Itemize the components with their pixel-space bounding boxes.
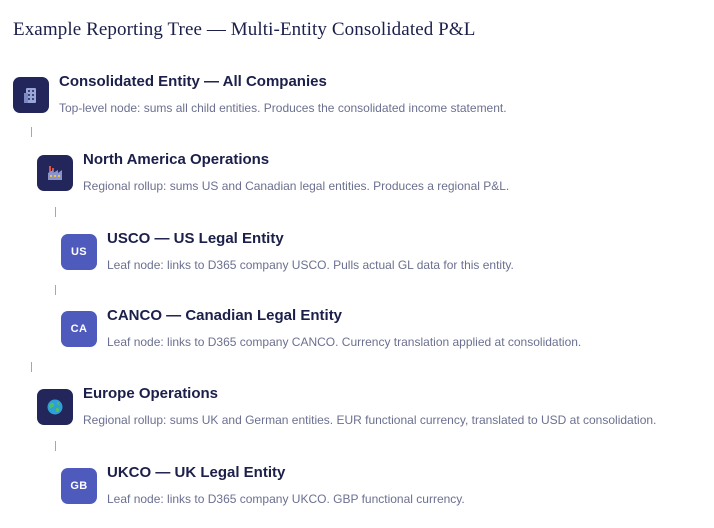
globe-icon	[37, 389, 73, 425]
node-title: UKCO — UK Legal Entity	[107, 464, 286, 481]
tree-node-europe: Europe Operations Regional rollup: sums …	[37, 385, 656, 428]
tree-connector	[55, 207, 56, 217]
node-description: Top-level node: sums all child entities.…	[59, 101, 507, 115]
tree-connector	[55, 441, 56, 451]
node-title: North America Operations	[83, 151, 270, 168]
node-title: USCO — US Legal Entity	[107, 230, 284, 247]
ca-badge: CA	[61, 311, 97, 347]
node-title: Europe Operations	[83, 385, 219, 402]
factory-icon	[37, 155, 73, 191]
tree-connector	[31, 362, 32, 372]
building-icon	[13, 77, 49, 113]
tree-connector	[55, 285, 56, 295]
tree-node-usco: US USCO — US Legal Entity Leaf node: lin…	[61, 230, 514, 273]
tree-node-ukco: GB UKCO — UK Legal Entity Leaf node: lin…	[61, 464, 465, 507]
node-description: Regional rollup: sums US and Canadian le…	[83, 179, 510, 193]
node-description: Leaf node: links to D365 company UKCO. G…	[107, 492, 465, 506]
node-title: CANCO — Canadian Legal Entity	[107, 307, 343, 324]
tree-node-consolidated: Consolidated Entity — All Companies Top-…	[13, 73, 507, 116]
node-description: Leaf node: links to D365 company CANCO. …	[107, 335, 582, 349]
gb-badge: GB	[61, 468, 97, 504]
page-title: Example Reporting Tree — Multi-Entity Co…	[13, 19, 476, 40]
node-description: Leaf node: links to D365 company USCO. P…	[107, 258, 514, 272]
tree-node-north-america: North America Operations Regional rollup…	[37, 151, 509, 194]
us-badge: US	[61, 234, 97, 270]
tree-node-canco: CA CANCO — Canadian Legal Entity Leaf no…	[61, 307, 581, 350]
node-title: Consolidated Entity — All Companies	[59, 73, 327, 90]
tree-connector	[31, 127, 32, 137]
node-description: Regional rollup: sums UK and German enti…	[83, 413, 657, 427]
